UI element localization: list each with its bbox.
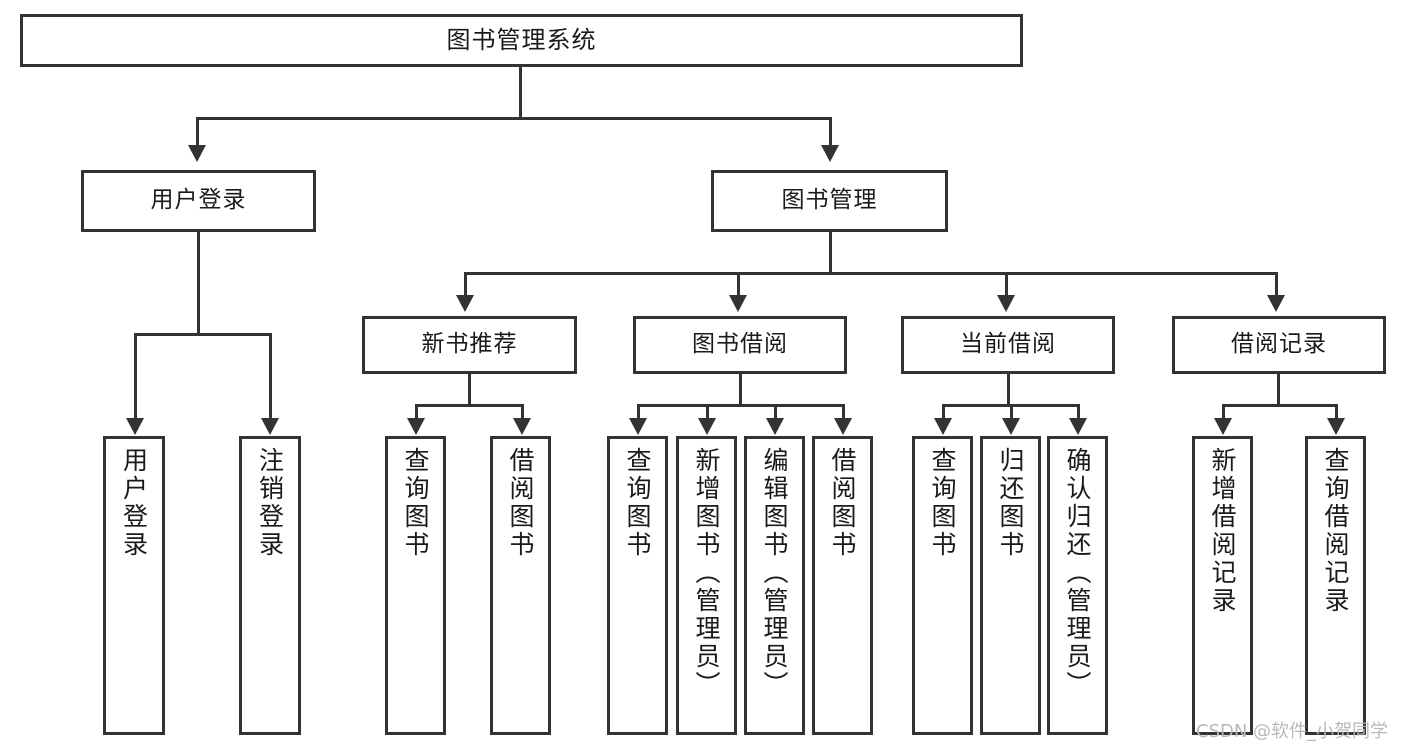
arrow-current-borrow-leaf-2 [1069,418,1087,435]
node-label: 查询图书 [401,447,430,559]
arrow-book-borrow-leaf-0 [629,418,647,435]
edge-to-current-borrow [1005,272,1008,295]
edge-user-login-stem [197,232,200,333]
arrow-current-borrow-leaf-0 [934,418,952,435]
node-label: 查询借阅记录 [1321,447,1350,615]
arrow-to-borrow-record [1267,295,1285,312]
node-label: 查询图书 [623,447,652,559]
edge-new-book-stem [468,374,471,404]
arrow-book-borrow-leaf-2 [766,418,784,435]
arrow-new-book-leaf-1 [513,418,531,435]
leaf-book-borrow-2[interactable]: 编辑图书（管理员） [744,436,805,735]
node-label: 借阅图书 [506,447,535,559]
edge-borrow-record-bus [1222,404,1335,407]
edge-book-borrow-bus [637,404,844,407]
leaf-book-borrow-3[interactable]: 借阅图书 [812,436,873,735]
node-label: 新增借阅记录 [1208,447,1237,615]
arrow-to-book-borrow [729,295,747,312]
node-user-login[interactable]: 用户登录 [81,170,316,232]
leaf-book-borrow-1[interactable]: 新增图书（管理员） [676,436,737,735]
arrow-to-new-book [456,295,474,312]
node-label: 用户登录 [150,187,247,214]
leaf-book-borrow-0[interactable]: 查询图书 [607,436,668,735]
node-label: 图书借阅 [692,331,788,358]
edge-user-login-bus [134,333,269,336]
node-new-book-recommend[interactable]: 新书推荐 [362,316,577,374]
leaf-new-book-1[interactable]: 借阅图书 [490,436,551,735]
arrow-to-current-borrow [997,295,1015,312]
node-label: 新书推荐 [421,331,518,358]
edge-borrow-record-stem [1277,374,1280,404]
edge-book-borrow-leaf-3 [842,404,845,418]
edge-book-manage-stem [829,232,832,272]
node-root-system[interactable]: 图书管理系统 [20,14,1023,67]
node-label: 注销登录 [255,447,285,559]
node-label: 编辑图书（管理员） [760,447,789,699]
edge-root-stem [519,67,522,117]
edge-current-borrow-bus [942,404,1077,407]
edge-to-book-borrow [737,272,740,295]
edge-borrow-record-leaf-0 [1222,404,1225,418]
node-label: 归还图书 [996,447,1025,559]
edge-root-bus [196,117,832,120]
leaf-borrow-record-0[interactable]: 新增借阅记录 [1192,436,1253,735]
edge-current-borrow-leaf-2 [1077,404,1080,418]
arrow-book-borrow-leaf-3 [834,418,852,435]
edge-borrow-record-leaf-1 [1335,404,1338,418]
edge-new-book-bus [415,404,521,407]
edge-current-borrow-leaf-1 [1010,404,1013,418]
edge-to-borrow-record [1275,272,1278,295]
edge-to-new-book [464,272,467,295]
arrow-to-user-login [188,145,206,162]
edge-book-manage-bus [464,272,1278,275]
edge-current-borrow-stem [1007,374,1010,404]
edge-new-book-leaf-1 [521,404,524,418]
leaf-user-login-1[interactable]: 注销登录 [239,436,301,735]
edge-new-book-leaf-0 [415,404,418,418]
edge-book-borrow-leaf-1 [706,404,709,418]
node-label: 借阅图书 [828,447,857,559]
arrow-new-book-leaf-0 [407,418,425,435]
edge-book-borrow-leaf-0 [637,404,640,418]
arrow-borrow-record-leaf-1 [1327,418,1345,435]
arrow-current-borrow-leaf-1 [1002,418,1020,435]
leaf-borrow-record-1[interactable]: 查询借阅记录 [1305,436,1366,735]
leaf-new-book-0[interactable]: 查询图书 [385,436,446,735]
arrow-borrow-record-leaf-0 [1214,418,1232,435]
node-label: 图书管理系统 [446,26,597,55]
leaf-user-login-0[interactable]: 用户登录 [103,436,165,735]
edge-to-book-manage [829,117,832,145]
node-label: 确认归还（管理员） [1063,447,1092,699]
arrow-book-borrow-leaf-1 [698,418,716,435]
edge-book-borrow-stem [739,374,742,404]
leaf-current-borrow-2[interactable]: 确认归还（管理员） [1047,436,1108,735]
edge-user-login-leaf-1 [269,333,272,418]
node-book-borrow[interactable]: 图书借阅 [633,316,847,374]
leaf-current-borrow-0[interactable]: 查询图书 [912,436,973,735]
node-book-management[interactable]: 图书管理 [711,170,948,232]
leaf-current-borrow-1[interactable]: 归还图书 [980,436,1041,735]
node-label: 当前借阅 [960,331,1056,358]
arrow-to-book-manage [821,145,839,162]
edge-user-login-leaf-0 [134,333,137,418]
edge-book-borrow-leaf-2 [774,404,777,418]
node-current-borrow[interactable]: 当前借阅 [901,316,1115,374]
node-borrow-record[interactable]: 借阅记录 [1172,316,1386,374]
arrow-user-login-leaf-0 [126,418,144,435]
node-label: 用户登录 [119,447,149,559]
edge-current-borrow-leaf-0 [942,404,945,418]
node-label: 图书管理 [781,187,878,214]
edge-to-user-login [196,117,199,145]
node-label: 借阅记录 [1231,331,1327,358]
node-label: 查询图书 [928,447,957,559]
arrow-user-login-leaf-1 [261,418,279,435]
node-label: 新增图书（管理员） [692,447,721,699]
